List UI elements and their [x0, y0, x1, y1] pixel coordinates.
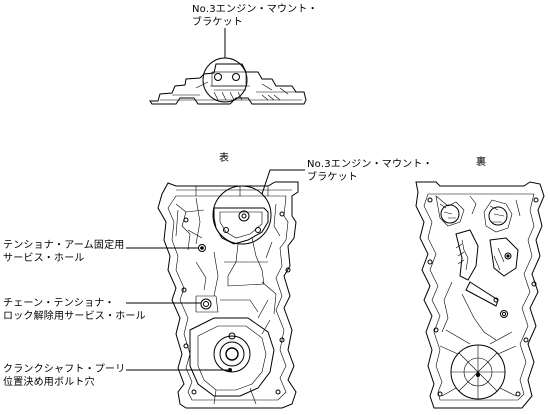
- back-cover-view: [415, 181, 545, 409]
- tensioner-arm-hole-label: テンショナ・アーム固定用 サービス・ホール: [3, 240, 125, 264]
- back-side-title: 裏: [476, 157, 487, 168]
- top-bracket-label: No.3エンジン・マウント・ ブラケット: [192, 4, 318, 28]
- front-cover-view: [126, 169, 305, 409]
- main-bracket-label: No.3エンジン・マウント・ ブラケット: [307, 159, 433, 183]
- front-side-title: 表: [219, 153, 230, 164]
- top-side-view: [149, 28, 307, 105]
- chain-tensioner-hole-label: チェーン・テンショナ・ ロック解除用サービス・ホール: [3, 298, 146, 322]
- crank-pulley-hole-label: クランクシャフト・プーリ 位置決め用ボルト穴: [3, 364, 126, 388]
